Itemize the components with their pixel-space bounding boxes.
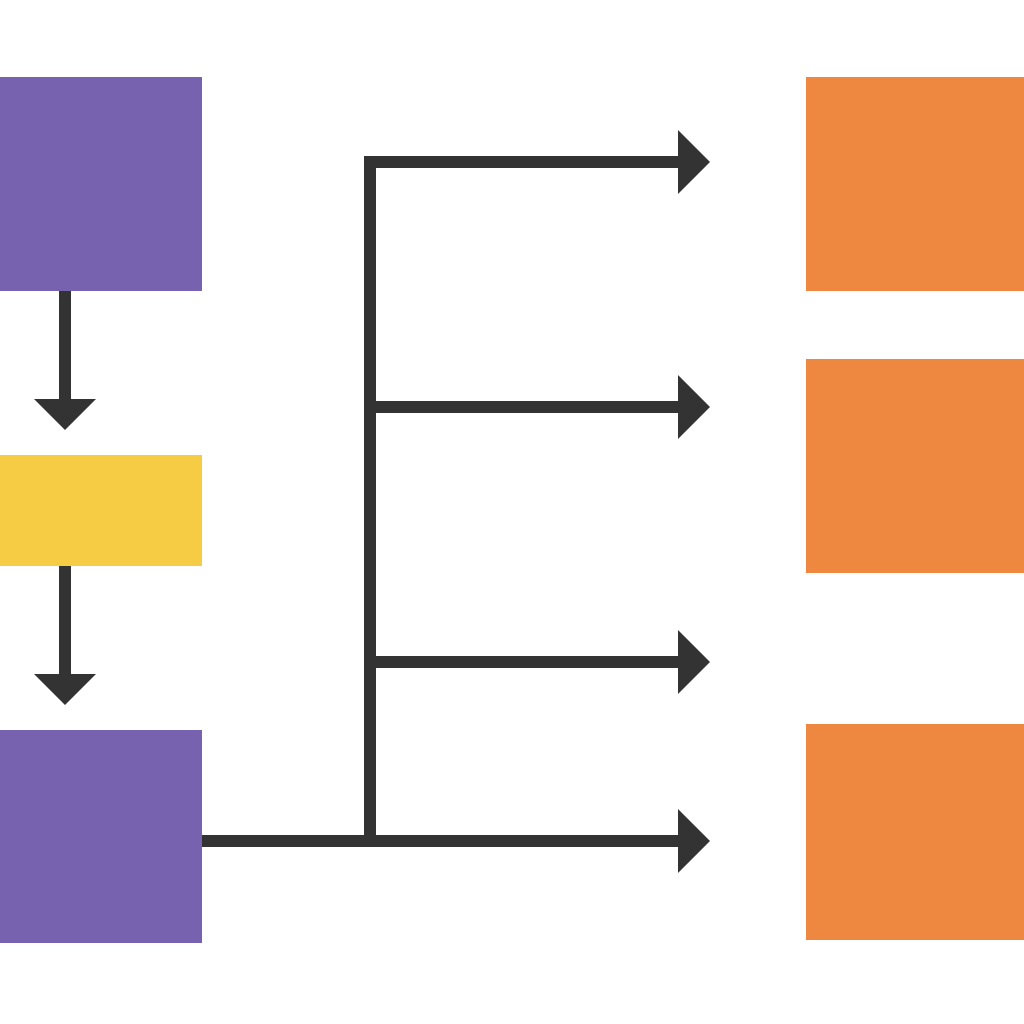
middle-box [0, 455, 202, 566]
source-bottom-box [0, 730, 202, 943]
branch-arrow-4-head [678, 809, 710, 873]
target-box-1 [806, 77, 1024, 291]
branch-arrow-2-head [678, 375, 710, 439]
down-arrow-2 [34, 566, 96, 705]
down-arrow-1 [34, 291, 96, 430]
target-box-3 [806, 724, 1024, 940]
branch-arrow-1-head [678, 130, 710, 194]
target-box-2 [806, 359, 1024, 573]
branch-connector [202, 130, 710, 873]
down-arrow-2-head [34, 674, 96, 705]
down-arrow-1-head [34, 399, 96, 430]
branch-arrow-3-head [678, 630, 710, 694]
source-top-box [0, 77, 202, 291]
